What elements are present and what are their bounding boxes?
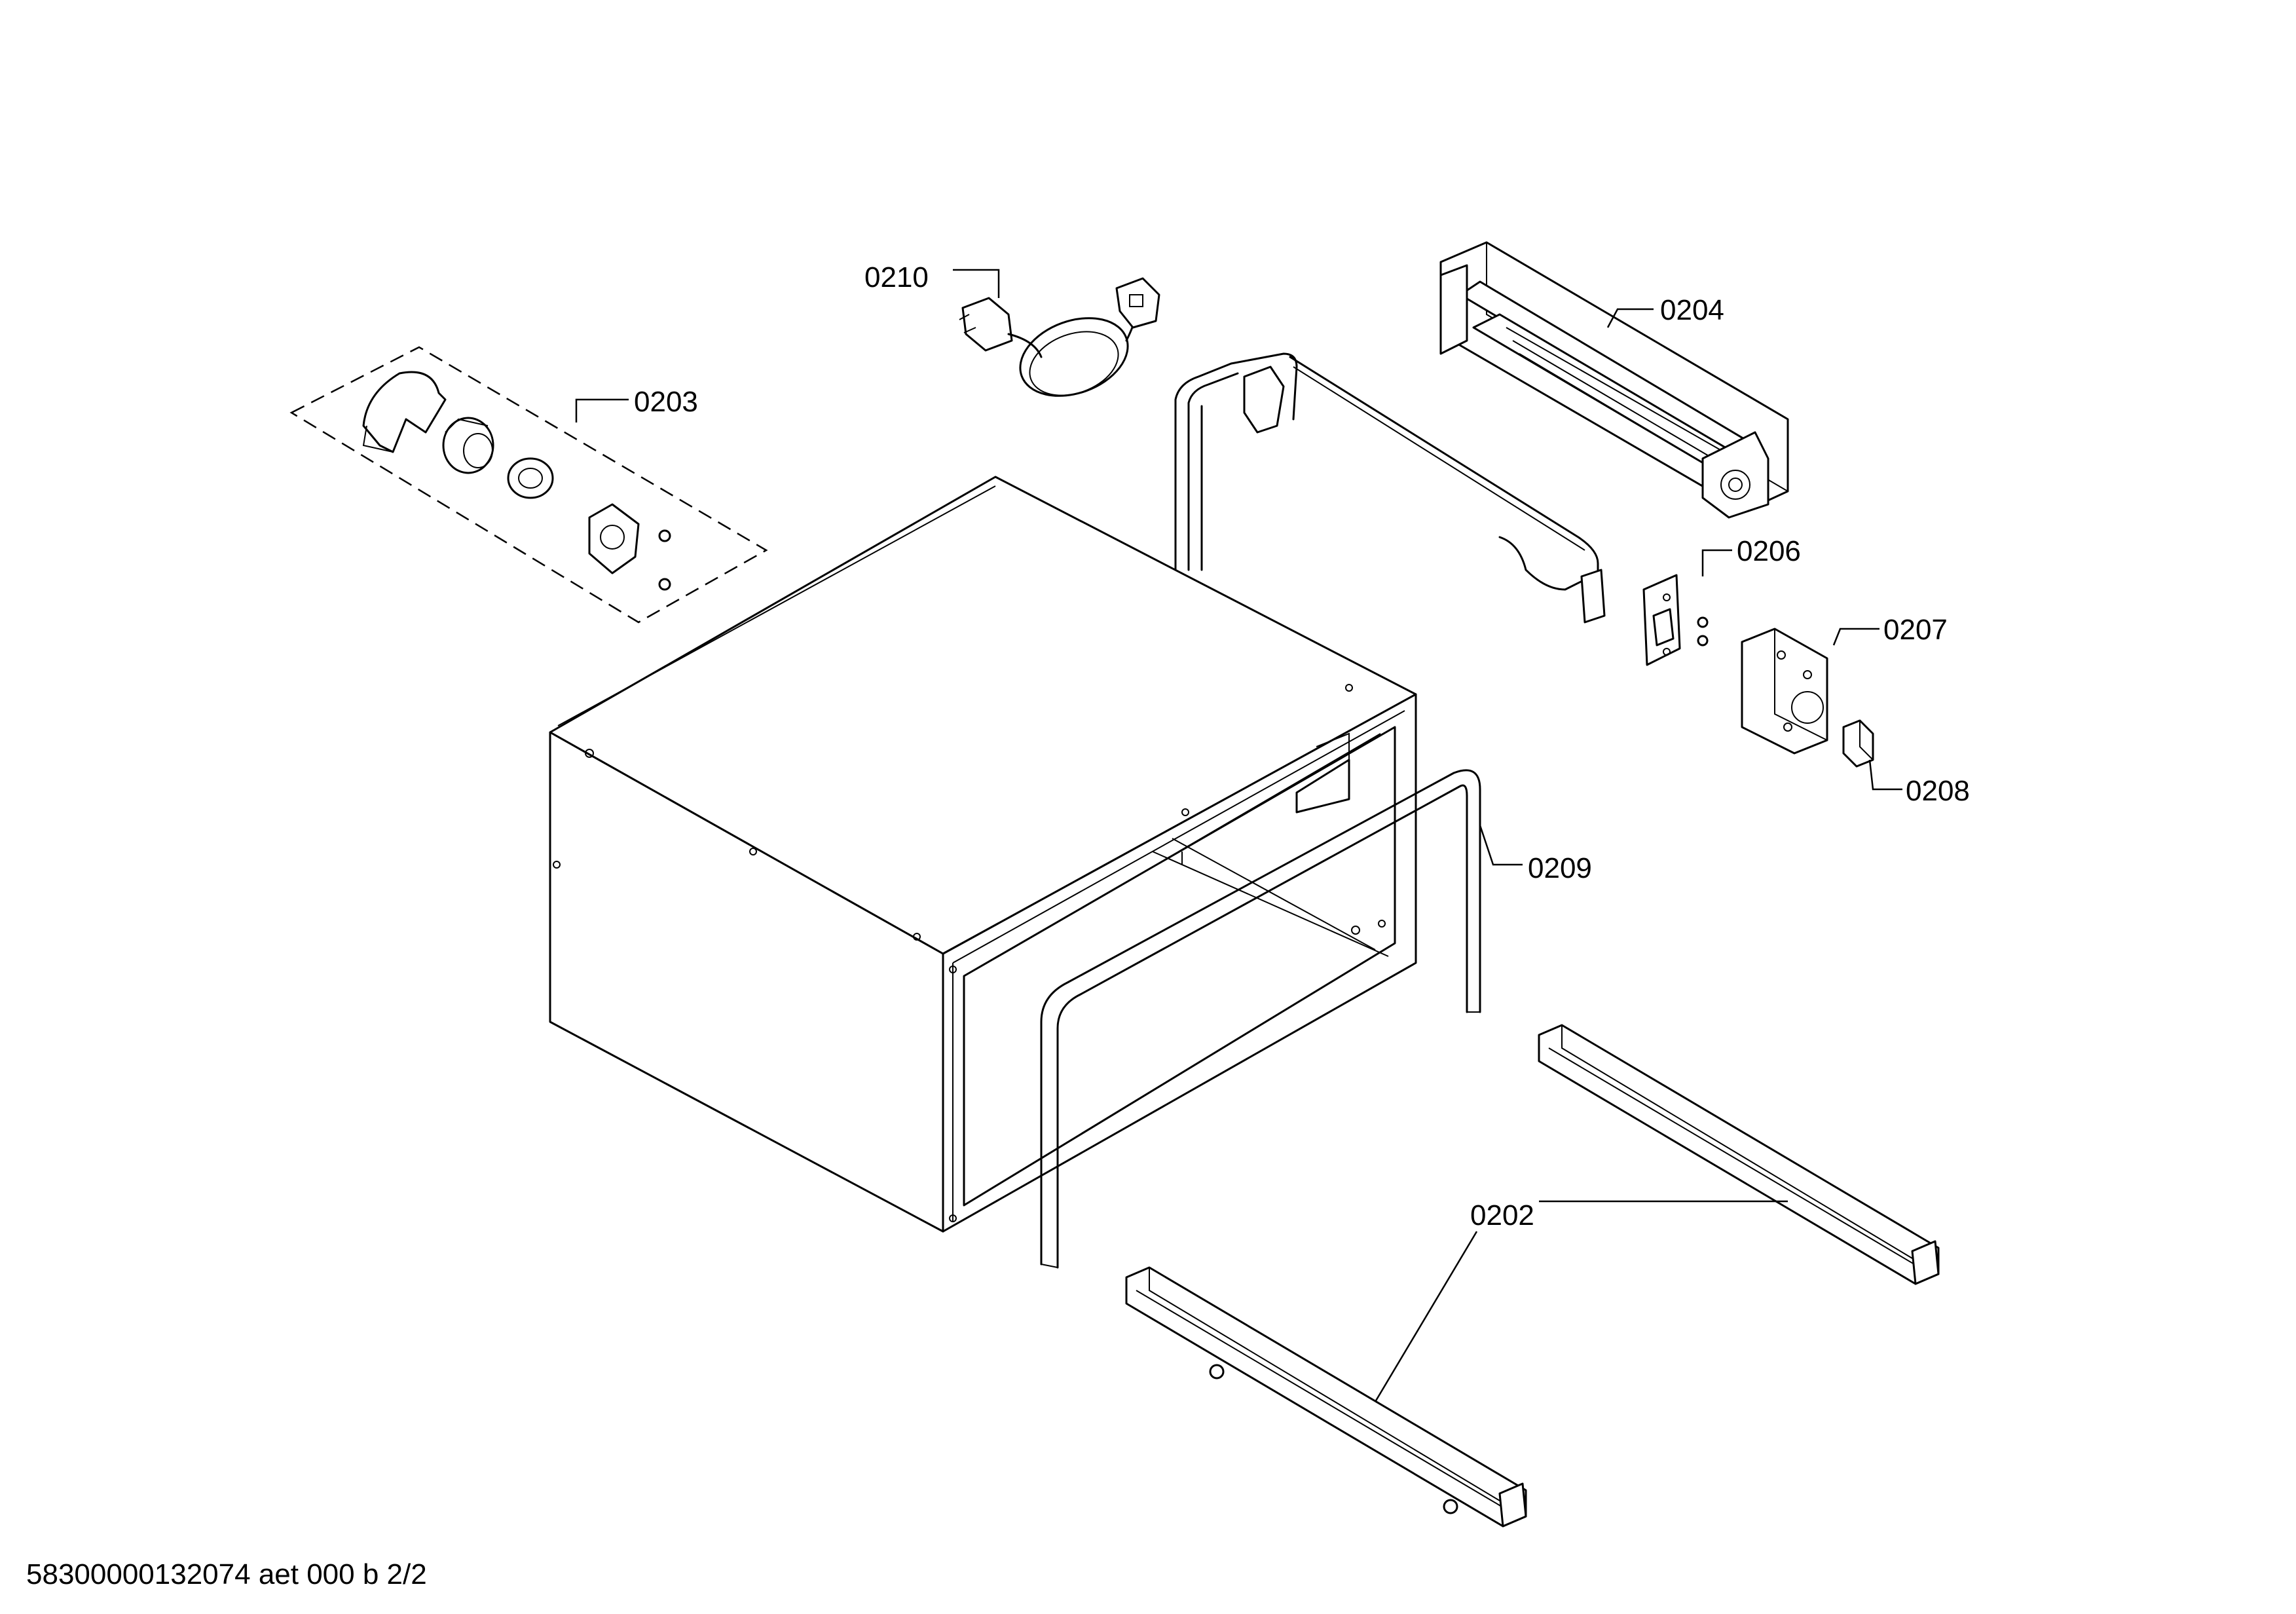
terminal-block-0206 [1642,574,1709,666]
document-id-footer: 58300000132074 aet 000 b 2/2 [26,1558,427,1590]
callout-0207: 0207 [1883,614,1948,646]
power-cord-0210 [959,277,1160,397]
callout-0209: 0209 [1528,852,1592,884]
callout-0210: 0210 [864,261,929,293]
door-gasket-0209 [1040,769,1481,1269]
callout-0204: 0204 [1660,294,1724,326]
runner-rail-upper-0202 [1538,1024,1940,1285]
control-assembly-0203 [289,346,768,624]
leader-lines [575,269,1902,1402]
wiring-harness [1174,352,1606,624]
tangential-fan-0204 [1439,241,1789,519]
callout-0206: 0206 [1737,535,1801,567]
callout-0208: 0208 [1906,775,1970,807]
cabinet-housing [549,476,1417,1233]
mounting-bracket-0207 [1741,628,1828,755]
runner-rail-lower-0202 [1125,1266,1527,1528]
small-component-0208 [1842,719,1874,768]
callout-labels: 0210 0204 0203 0206 0207 0208 0209 0202 [634,261,1970,1231]
callout-0203: 0203 [634,386,698,418]
callout-0202: 0202 [1470,1199,1534,1231]
